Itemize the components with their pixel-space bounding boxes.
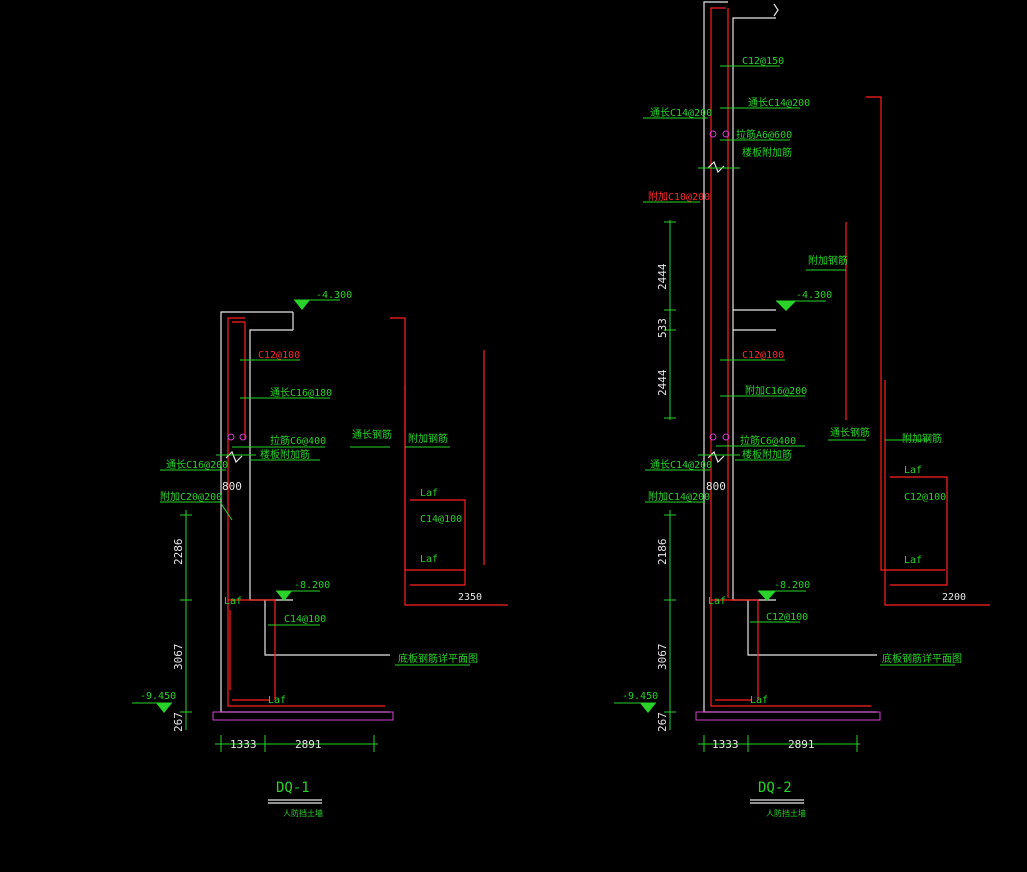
dq2-rebar-label-0f: 附加C10@200 (648, 190, 710, 203)
dq1-elev-top-marker (294, 300, 310, 310)
dq1-rebar (227, 317, 385, 707)
dq2-rebar-label-0e: 楼板附加筋 (742, 146, 792, 159)
dq2-horizontal-dims (698, 735, 860, 752)
dq2-lap-rebar: C12@100 (904, 492, 946, 503)
dq2-upper-dims (664, 220, 676, 420)
dq1-lap-laf-1: Laf (420, 488, 438, 499)
section-dq1: -4.300 -8.200 -9.450 C12@100 通长C16@180 拉… (132, 290, 508, 818)
dq2-rebar-label-0c: 通长C14@200 (650, 107, 712, 119)
dq1-horizontal-dims (215, 735, 378, 752)
dq2-dim-top2: 533 (656, 318, 669, 338)
dq2-laf-label-1: Laf (708, 596, 726, 607)
dq2-dim-b: 3067 (656, 644, 669, 671)
dq2-elev-bot: -9.450 (622, 691, 658, 702)
dq1-title: DQ-1 (276, 780, 310, 796)
dq2-rebar-label-7: C12@100 (766, 612, 808, 623)
dq2-rebar-label-1: C12@100 (742, 350, 784, 361)
section-dq2: C12@150 通长C14@200 通长C14@200 拉筋A6@600 楼板附… (614, 1, 990, 818)
dq2-lap-laf-2: Laf (904, 555, 922, 566)
dq2-rebar-label-8: 底板钢筋详平面图 (882, 652, 962, 665)
dq1-tie-marks (227, 433, 247, 441)
dq2-rebar-label-0: C12@150 (742, 56, 784, 67)
dq1-rebar-label-1: C12@100 (258, 350, 300, 361)
dq2-elev-top: -4.300 (796, 290, 832, 301)
dq2-rebar-label-2: 附加C16@200 (745, 384, 807, 397)
dq1-lap-main-label: 通长钢筋 (352, 428, 392, 441)
dq2-base-slab (695, 711, 881, 721)
dq2-dim-top3: 2444 (656, 369, 669, 396)
dq1-lap-add-label: 附加钢筋 (408, 432, 448, 445)
dq2-lap-add-label: 附加钢筋 (902, 432, 942, 445)
dq1-lap-laf-2: Laf (420, 554, 438, 565)
dq1-laf-label-2: Laf (268, 695, 286, 706)
dq1-rebar-label-6: 附加C20@200 (160, 490, 222, 503)
dq2-rebar-label-0d: 拉筋A6@600 (736, 128, 792, 141)
dq2-vertical-dims (664, 510, 676, 730)
dq1-laf-label-1: Laf (224, 596, 242, 607)
dq1-lap-detail (350, 317, 508, 606)
dq2-elev-bot-marker (640, 703, 656, 713)
dq1-base-slab (212, 711, 394, 721)
dq2-tie-marks (709, 130, 730, 441)
dq2-lap-detail (806, 96, 990, 606)
dq2-rebar-label-3: 拉筋C6@400 (740, 434, 796, 447)
dq2-rebar-label-0b: 通长C14@200 (748, 97, 810, 109)
dq1-dim-c: 267 (172, 712, 185, 732)
dq2-elev-top-marker (776, 301, 796, 311)
dq2-break-line-1 (707, 160, 725, 174)
dq1-wall-outline (220, 311, 390, 713)
dq2-subtitle: 人防挡土墙 (766, 808, 806, 818)
dq2-dim-c: 267 (656, 712, 669, 732)
dq1-rebar-label-7: C14@100 (284, 614, 326, 625)
dq2-rebar-label-4: 楼板附加筋 (742, 448, 792, 461)
dq2-elev-mid-marker (758, 591, 776, 601)
dq2-dim-a: 2186 (656, 539, 669, 566)
dq1-subtitle: 人防挡土墙 (283, 808, 323, 818)
dq1-elev-bot: -9.450 (140, 691, 176, 702)
dq1-dim-e: 2891 (295, 738, 322, 751)
dq1-elev-top: -4.300 (316, 290, 352, 301)
dq2-title: DQ-2 (758, 780, 792, 796)
dq2-lap-laf-1: Laf (904, 465, 922, 476)
dq2-rebar-label-5: 通长C14@200 (650, 459, 712, 471)
dq2-laf-label-2: Laf (750, 695, 768, 706)
dq2-rebar-label-6: 附加C14@200 (648, 490, 710, 503)
dq2-dim-e: 2891 (788, 738, 815, 751)
dq2-dim-d: 1333 (712, 738, 739, 751)
dq1-dim-a: 2286 (172, 539, 185, 566)
dq1-elev-bot-marker (156, 703, 172, 713)
dq1-dim-b: 3067 (172, 644, 185, 671)
dq2-lap-main-label: 通长钢筋 (830, 426, 870, 439)
dq2-lap-length: 2200 (942, 592, 966, 603)
dq1-dim-d: 1333 (230, 738, 257, 751)
dq2-dim-top1: 2444 (656, 263, 669, 290)
dq2-rebar (710, 7, 871, 707)
dq1-lap-length: 2350 (458, 592, 482, 603)
dq2-dim-800: 800 (706, 480, 726, 493)
dq1-vertical-dims (180, 510, 192, 730)
dq2-rebar-label-0g: 附加钢筋 (808, 254, 848, 267)
dq1-rebar-label-4: 楼板附加筋 (260, 448, 310, 461)
dq1-lap-rebar: C14@100 (420, 514, 462, 525)
dq1-rebar-label-5: 通长C16@200 (166, 459, 228, 471)
dq1-rebar-label-2: 通长C16@180 (270, 387, 332, 399)
dq1-rebar-label-3: 拉筋C6@400 (270, 434, 326, 447)
dq1-dim-800: 800 (222, 480, 242, 493)
dq1-elev-mid-marker (276, 591, 292, 601)
dq1-rebar-label-8: 底板钢筋详平面图 (398, 652, 478, 665)
dq1-elev-mid: -8.200 (294, 580, 330, 591)
dq2-elev-mid: -8.200 (774, 580, 810, 591)
